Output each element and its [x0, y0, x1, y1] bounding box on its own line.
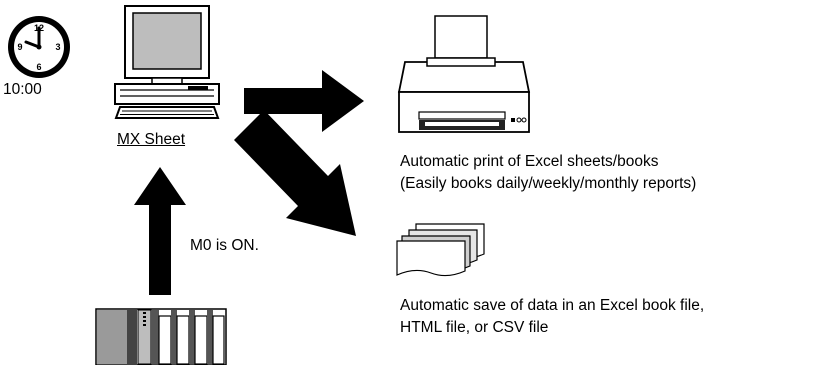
printer-description-line2: (Easily books daily/weekly/monthly repor…: [400, 175, 697, 192]
files-description-line1: Automatic save of data in an Excel book …: [400, 297, 705, 314]
desktop-computer-icon: [114, 5, 220, 119]
clock-icon: 12 3 6 9: [8, 16, 70, 78]
svg-text:9: 9: [17, 42, 22, 52]
arrow-up-icon: [134, 167, 186, 295]
printer-icon: [397, 15, 531, 133]
document-stack-icon: [396, 223, 485, 277]
printer-description-line1: Automatic print of Excel sheets/books: [400, 153, 659, 170]
files-description-line2: HTML file, or CSV file: [400, 319, 549, 336]
arrow-to-printer-icon: [244, 70, 364, 132]
svg-text:6: 6: [36, 62, 41, 72]
arrow-to-files-icon: [234, 110, 356, 236]
svg-text:3: 3: [55, 42, 60, 52]
trigger-label: M0 is ON.: [190, 237, 259, 254]
computer-label: MX Sheet: [117, 131, 186, 148]
clock-time: 10:00: [3, 81, 42, 98]
plc-module-icon: [95, 308, 227, 365]
